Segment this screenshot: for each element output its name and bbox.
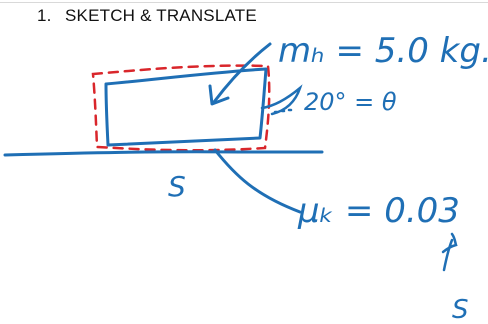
red-dashed-outline bbox=[91, 64, 271, 152]
block-rectangle bbox=[104, 67, 268, 147]
surface-label: S bbox=[168, 170, 186, 203]
section-heading: 1. SKETCH & TRANSLATE bbox=[37, 6, 257, 26]
friction-curve bbox=[213, 148, 302, 214]
tail-arrow-shaft bbox=[442, 238, 454, 272]
mass-annotation: mₕ = 5.0 kg. bbox=[278, 31, 488, 71]
top-divider bbox=[0, 2, 488, 3]
surface-line bbox=[3, 150, 324, 157]
angle-annotation: 20° = θ bbox=[304, 88, 397, 116]
angle-dots bbox=[273, 108, 293, 114]
tail-label: S bbox=[452, 295, 469, 324]
heading-number: 1. bbox=[37, 6, 52, 25]
friction-annotation: μₖ = 0.03 bbox=[297, 191, 460, 231]
mass-arrow-shaft bbox=[212, 42, 272, 104]
mass-arrow-head bbox=[208, 84, 230, 106]
heading-title: SKETCH & TRANSLATE bbox=[65, 6, 257, 25]
tail-arrow-head bbox=[441, 232, 458, 254]
angle-arc bbox=[260, 84, 303, 116]
